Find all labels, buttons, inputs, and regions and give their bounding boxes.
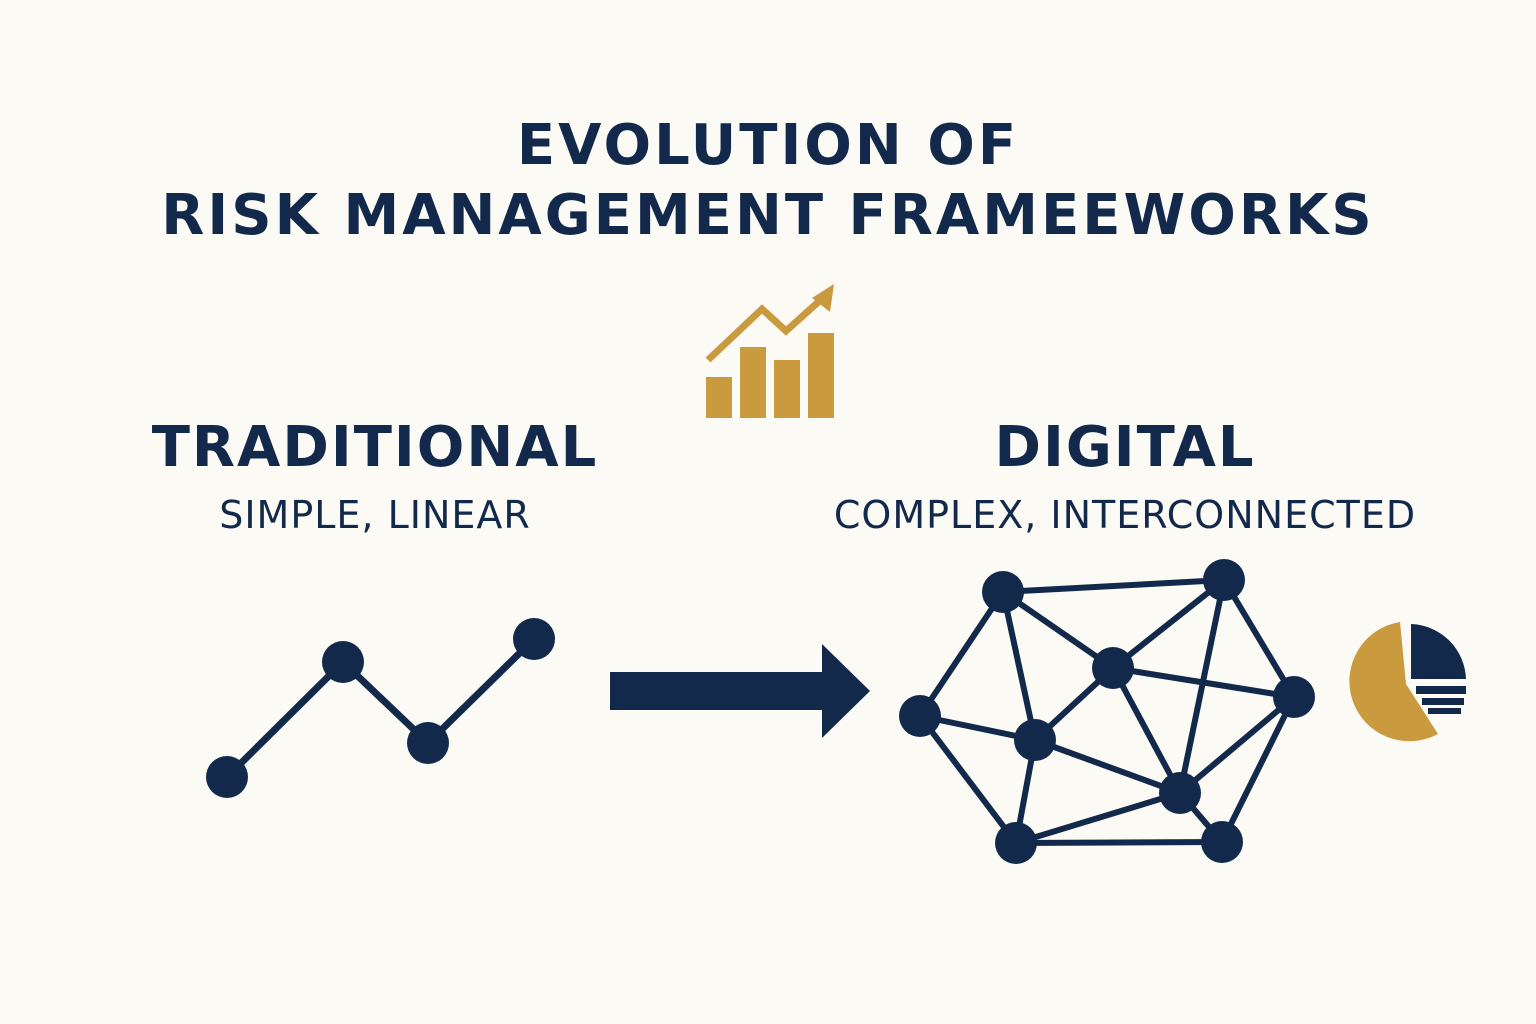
network-node [1203, 559, 1245, 601]
pie-slice-gold [1349, 622, 1438, 742]
network-node [1014, 719, 1056, 761]
pie-slice-navy [1411, 624, 1466, 679]
traditional-heading: TRADITIONAL [151, 415, 599, 480]
network-edge [1219, 694, 1297, 845]
network-edge [1110, 665, 1183, 796]
growth-bar-3 [774, 360, 800, 418]
linear-node [322, 641, 364, 683]
page-title-line-2: RISK MANAGEMENT FRAMEEWORKS [161, 183, 1375, 248]
linear-path-line [224, 636, 537, 780]
pie-chart-icon [1349, 622, 1466, 742]
network-node [1201, 821, 1243, 863]
network-edge [1013, 790, 1183, 846]
network-node [899, 695, 941, 737]
linear-node [407, 722, 449, 764]
growth-bar-2 [740, 347, 766, 418]
network-edge [1032, 737, 1183, 796]
network-edge [917, 589, 1006, 719]
growth-trend-line [705, 292, 829, 363]
growth-arrow-head [812, 284, 834, 312]
network-edge [1110, 665, 1297, 700]
network-edge [1177, 577, 1227, 796]
page-title-line-1: EVOLUTION OF [516, 113, 1020, 178]
network-edge [1013, 839, 1225, 846]
pie-stripe [1422, 698, 1464, 705]
network-edge [1110, 577, 1227, 671]
network-nodes [899, 559, 1315, 864]
growth-bar-1 [706, 377, 732, 418]
digital-heading: DIGITAL [994, 415, 1256, 480]
network-edge [917, 713, 1019, 846]
network-edge [1000, 577, 1227, 595]
network-node [982, 571, 1024, 613]
network-edge [1000, 589, 1116, 671]
network-graph-icon [917, 577, 1297, 846]
growth-bar-4 [808, 333, 834, 418]
network-edge [1000, 589, 1038, 743]
right-arrow-icon [610, 644, 870, 738]
arrow-head [822, 644, 870, 738]
network-node [995, 822, 1037, 864]
linear-path-icon [206, 618, 555, 798]
network-node [1092, 647, 1134, 689]
pie-stripe [1428, 708, 1461, 714]
network-node [1159, 772, 1201, 814]
linear-node [206, 756, 248, 798]
arrow-shaft [610, 672, 826, 710]
digital-subheading: COMPLEX, INTERCONNECTED [833, 493, 1417, 537]
pie-stripe [1416, 686, 1466, 694]
network-node [1273, 676, 1315, 718]
linear-node [513, 618, 555, 660]
network-edge [1221, 577, 1297, 700]
traditional-subheading: SIMPLE, LINEAR [219, 493, 531, 537]
growth-bar-chart-icon [705, 284, 834, 418]
network-edge [1177, 694, 1297, 796]
